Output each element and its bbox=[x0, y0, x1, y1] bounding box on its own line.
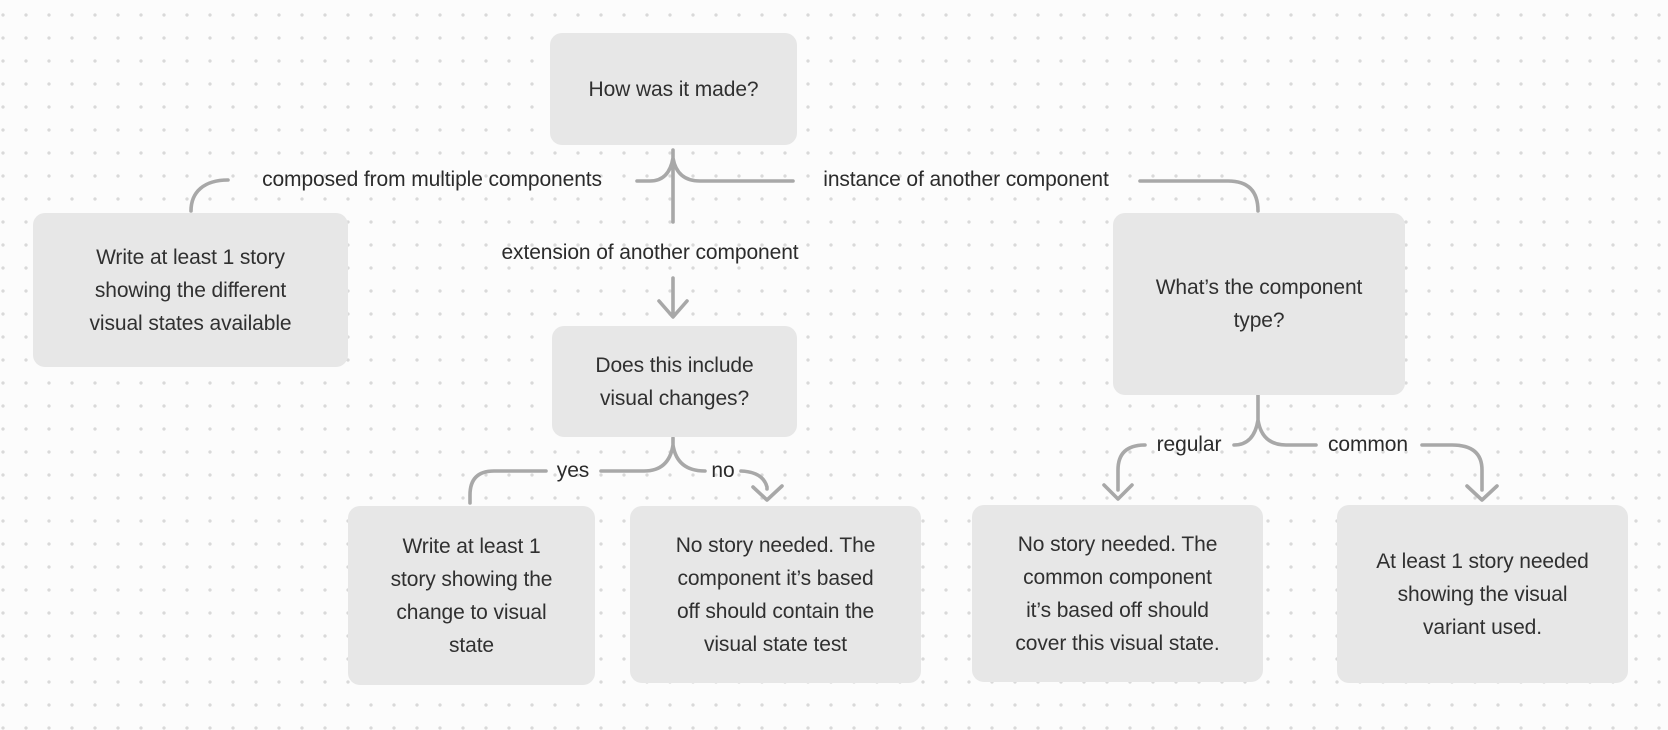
connector-extension-arrow[interactable] bbox=[657, 276, 689, 319]
edge-label-extension-of-another-component[interactable]: extension of another component bbox=[501, 241, 799, 264]
node-text-line: common component bbox=[1023, 565, 1212, 589]
node-text-line: No story needed. The bbox=[675, 533, 876, 557]
edge-label-instance-of-another-component[interactable]: instance of another component bbox=[823, 168, 1109, 191]
edge-label-no[interactable]: no bbox=[711, 459, 735, 482]
node-text-line: No story needed. The bbox=[1017, 532, 1218, 556]
connector-top-fork[interactable] bbox=[635, 148, 795, 224]
connector-composed-to-left-node[interactable] bbox=[189, 178, 230, 213]
node-text-line: visual states available bbox=[89, 311, 292, 335]
node-text-line: visual state test bbox=[703, 632, 848, 656]
node-text-line: showing the visual bbox=[1397, 582, 1568, 606]
node-text-line: At least 1 story needed bbox=[1376, 549, 1589, 573]
node-no-story-needed-common-component[interactable]: No story needed. The common component it… bbox=[972, 505, 1263, 682]
connector-mid-fork[interactable] bbox=[599, 436, 707, 473]
node-text-line: variant used. bbox=[1423, 615, 1542, 639]
node-text-line: story showing the bbox=[390, 567, 553, 591]
node-does-this-include-visual-changes[interactable]: Does this include visual changes? bbox=[552, 326, 797, 437]
node-story-showing-visual-variant[interactable]: At least 1 story needed showing the visu… bbox=[1337, 505, 1628, 683]
node-text-line: Does this include bbox=[595, 353, 754, 377]
node-text-line: state bbox=[448, 633, 495, 657]
node-text-line: How was it made? bbox=[588, 77, 759, 101]
connector-instance-to-right-node[interactable] bbox=[1138, 179, 1260, 213]
node-how-was-it-made[interactable]: How was it made? bbox=[550, 33, 797, 145]
node-text-line: showing the different bbox=[94, 278, 287, 302]
node-text-line: change to visual bbox=[396, 600, 547, 624]
connector-common-arrow[interactable] bbox=[1420, 443, 1499, 502]
node-text-line: it’s based off should bbox=[1026, 598, 1209, 622]
node-whats-the-component-type[interactable]: What’s the component type? bbox=[1113, 213, 1405, 395]
edge-label-yes[interactable]: yes bbox=[556, 459, 590, 482]
node-text-line: What’s the component bbox=[1155, 276, 1363, 299]
edge-label-regular[interactable]: regular bbox=[1156, 433, 1222, 456]
edge-label-common[interactable]: common bbox=[1328, 433, 1408, 456]
node-text-line: component it’s based bbox=[677, 566, 874, 590]
connector-yes-to-node[interactable] bbox=[468, 469, 548, 505]
node-text-line: off should contain the bbox=[676, 599, 875, 623]
connector-regular-arrow[interactable] bbox=[1102, 443, 1147, 501]
node-write-story-visual-states[interactable]: Write at least 1 story showing the diffe… bbox=[33, 213, 348, 367]
node-no-story-needed-base-component[interactable]: No story needed. The component it’s base… bbox=[630, 506, 921, 683]
edge-label-composed-from-multiple-components[interactable]: composed from multiple components bbox=[262, 168, 602, 191]
node-text-line: type? bbox=[1233, 309, 1285, 332]
node-text-line: cover this visual state. bbox=[1015, 631, 1220, 655]
connector-no-arrow[interactable] bbox=[739, 469, 784, 502]
node-text-line: visual changes? bbox=[599, 386, 750, 410]
connector-right-fork[interactable] bbox=[1232, 393, 1318, 447]
node-write-story-change-to-visual-state[interactable]: Write at least 1 story showing the chang… bbox=[348, 506, 595, 685]
node-text-line: Write at least 1 story bbox=[96, 245, 285, 269]
node-text-line: Write at least 1 bbox=[402, 534, 541, 558]
